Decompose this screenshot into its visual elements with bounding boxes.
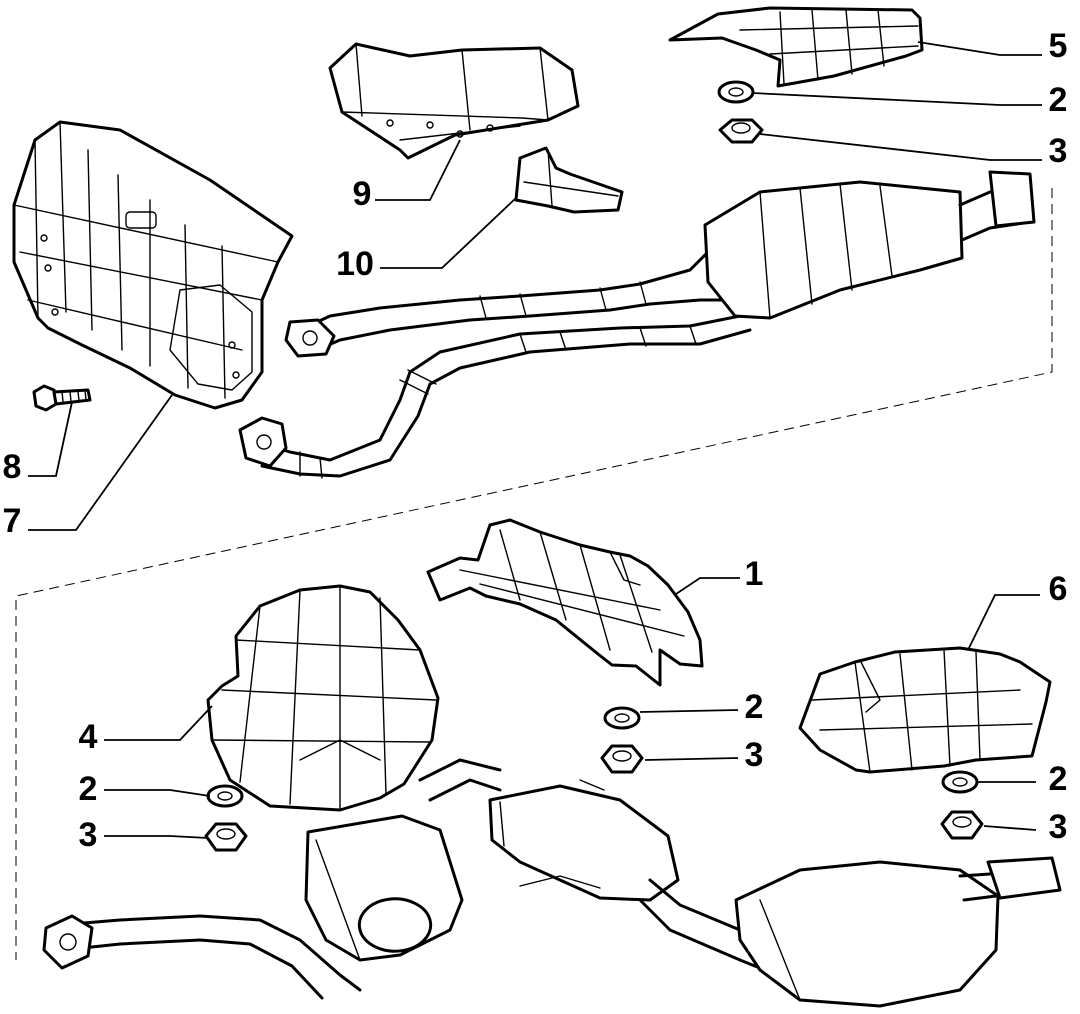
washer-2-left <box>206 784 244 808</box>
washer-2-middle <box>603 706 641 730</box>
washer-2-right <box>941 770 979 794</box>
upper-group-frame <box>15 188 1053 960</box>
callout-3-middle: 3 <box>745 736 764 774</box>
callout-1: 1 <box>745 555 764 593</box>
callout-3: 3 <box>1049 132 1068 170</box>
callout-4: 4 <box>79 718 98 756</box>
callout-3-right: 3 <box>1049 808 1068 846</box>
front-exhaust-pipe-catalytic-converter <box>238 170 1036 479</box>
rear-exhaust-mufflers <box>42 758 1062 1008</box>
callout-7: 7 <box>3 502 22 540</box>
callout-numbers: 5 2 3 9 10 8 7 1 6 2 3 4 2 3 2 3 <box>3 27 1068 854</box>
leader-lines <box>28 41 1042 839</box>
callout-3-left: 3 <box>79 816 98 854</box>
rear-heat-shield-4 <box>206 584 440 812</box>
bracket-shield-10 <box>514 146 624 214</box>
nut-3-left <box>204 822 248 852</box>
washer-2-upper <box>717 80 755 104</box>
rear-heat-shield-6 <box>798 646 1052 774</box>
callout-8: 8 <box>3 448 22 486</box>
callout-2-right: 2 <box>1049 760 1068 798</box>
nut-3-upper <box>718 118 764 144</box>
nut-3-middle <box>600 744 644 774</box>
callout-5: 5 <box>1049 27 1068 65</box>
bolt-8 <box>32 384 92 412</box>
middle-heat-shield-1 <box>426 518 704 687</box>
callout-10: 10 <box>336 245 374 283</box>
nut-3-right <box>940 810 984 840</box>
callout-2-middle: 2 <box>745 688 764 726</box>
front-heat-shield-9 <box>328 42 580 160</box>
underbody-heat-shield-7 <box>12 120 294 410</box>
callout-9: 9 <box>353 175 372 213</box>
callout-2: 2 <box>1049 81 1068 119</box>
callout-2-left: 2 <box>79 770 98 808</box>
callout-6: 6 <box>1049 570 1068 608</box>
upper-heat-shield-5 <box>668 6 924 88</box>
